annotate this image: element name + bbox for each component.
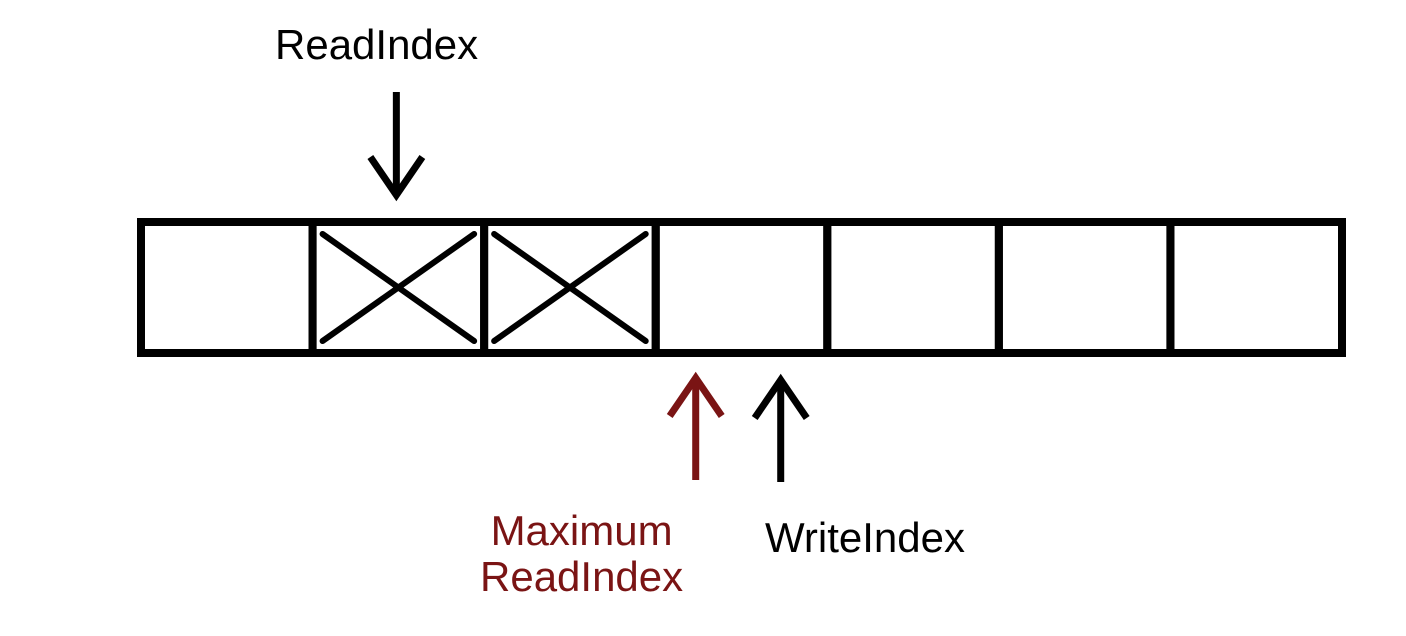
maximum-read-index-arrow (666, 371, 725, 480)
cross-stroke-b (319, 231, 478, 344)
write-index-label: WriteIndex (765, 514, 965, 561)
maximum-read-index-label-line1: Maximum (490, 507, 673, 554)
buffer-slot-5 (994, 218, 1175, 357)
maximum-read-index-label-line2: ReadIndex (480, 553, 684, 600)
buffer-slot-6 (1166, 218, 1347, 357)
read-index-arrow-head (367, 155, 426, 202)
cross-stroke-b (491, 231, 649, 344)
buffer-slot-0 (137, 218, 317, 357)
write-index-arrow-head (751, 373, 810, 420)
read-index-arrow (367, 92, 426, 202)
write-index-arrow (751, 373, 810, 482)
pointer-arrows (367, 92, 810, 482)
buffer-slot-3 (651, 218, 832, 357)
read-index-label: ReadIndex (275, 21, 479, 68)
buffer-slots (137, 218, 1347, 357)
slot-cross-mark-2 (491, 231, 649, 344)
maximum-read-index-label: Maximum ReadIndex (480, 508, 683, 600)
maximum-read-index-arrow-head (666, 371, 725, 418)
slot-cross-mark-1 (319, 231, 478, 344)
buffer-slot-4 (823, 218, 1003, 357)
